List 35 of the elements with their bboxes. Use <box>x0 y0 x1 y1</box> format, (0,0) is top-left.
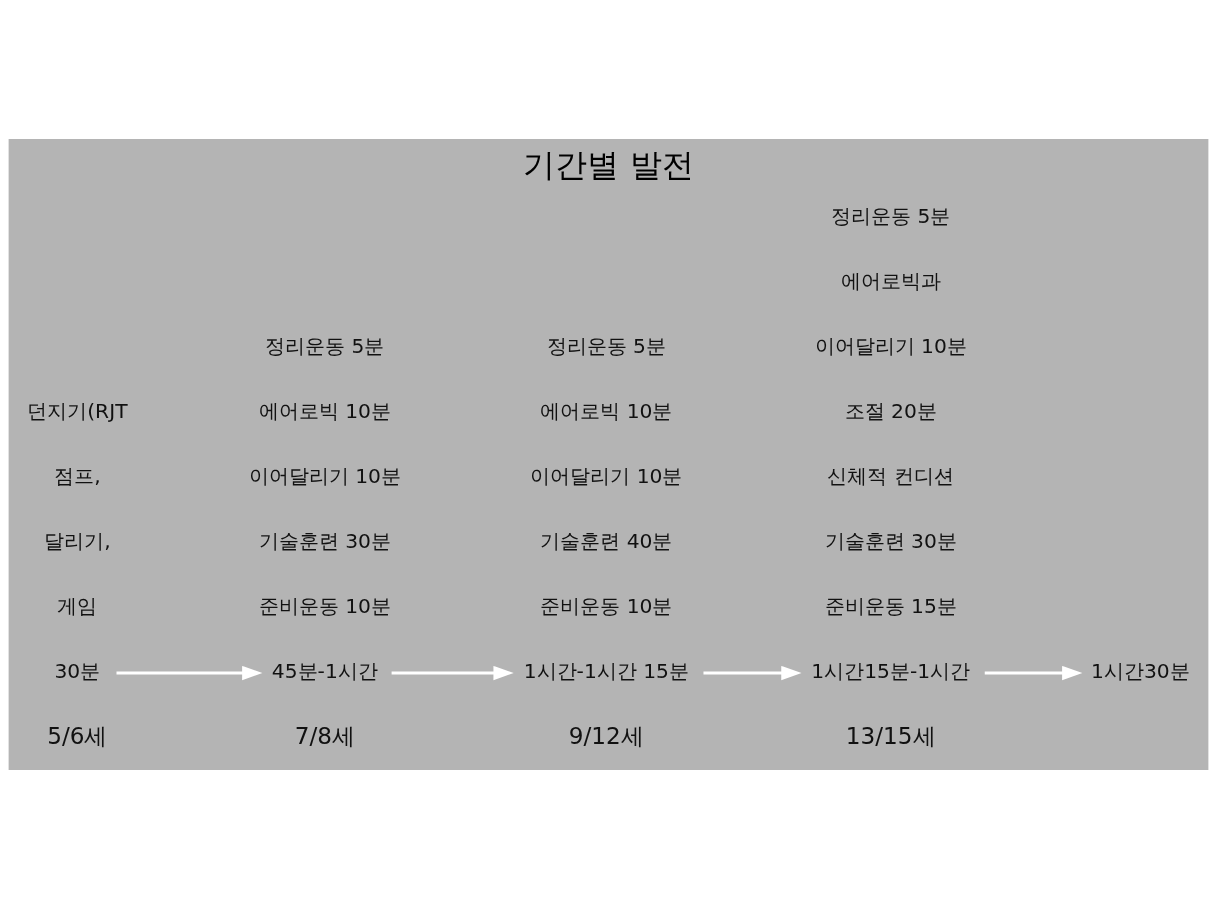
node-text: 30분 <box>54 658 101 683</box>
label: 조절 20분 <box>844 398 937 423</box>
label: 정리운동 5분 <box>265 333 385 358</box>
node-text: 45분-1시간 <box>271 658 378 683</box>
label: 정리운동 5분 <box>831 203 951 228</box>
label: 7/8세 <box>294 722 355 749</box>
arrow <box>703 665 802 680</box>
label: 게임 <box>57 593 98 618</box>
label: 정리운동 5분 <box>546 333 666 358</box>
label: 에어로빅과 <box>840 268 941 293</box>
label: 신체적 컨디션 <box>827 463 954 488</box>
label: 준비운동 10분 <box>258 593 391 618</box>
diagram-title: 기간별 발전 <box>523 145 694 184</box>
label: 기술훈련 30분 <box>258 528 391 553</box>
label: 에어로빅 10분 <box>540 398 673 423</box>
label: 준비운동 15분 <box>824 593 957 618</box>
arrow <box>116 665 263 680</box>
label: 점프, <box>54 463 101 488</box>
label: 이어달리기 10분 <box>530 463 683 488</box>
label: 달리기, <box>44 528 111 553</box>
node-text: 1시간-1시간 15분 <box>523 658 689 683</box>
label: 던지기(RJT <box>27 398 128 423</box>
label: 13/15세 <box>845 722 936 749</box>
label: 5/6세 <box>47 722 108 749</box>
label: 준비운동 10분 <box>540 593 673 618</box>
label: 9/12세 <box>568 722 644 749</box>
arrow <box>984 665 1083 680</box>
label: 이어달리기 10분 <box>248 463 401 488</box>
label: 이어달리기 10분 <box>814 333 967 358</box>
label: 기술훈련 40분 <box>540 528 673 553</box>
node-text: 1시간15분-1시간 <box>811 658 971 683</box>
label: 기술훈련 30분 <box>824 528 957 553</box>
arrow <box>391 665 514 680</box>
label: 에어로빅 10분 <box>258 398 391 423</box>
node-text: 1시간30분 <box>1091 658 1190 683</box>
